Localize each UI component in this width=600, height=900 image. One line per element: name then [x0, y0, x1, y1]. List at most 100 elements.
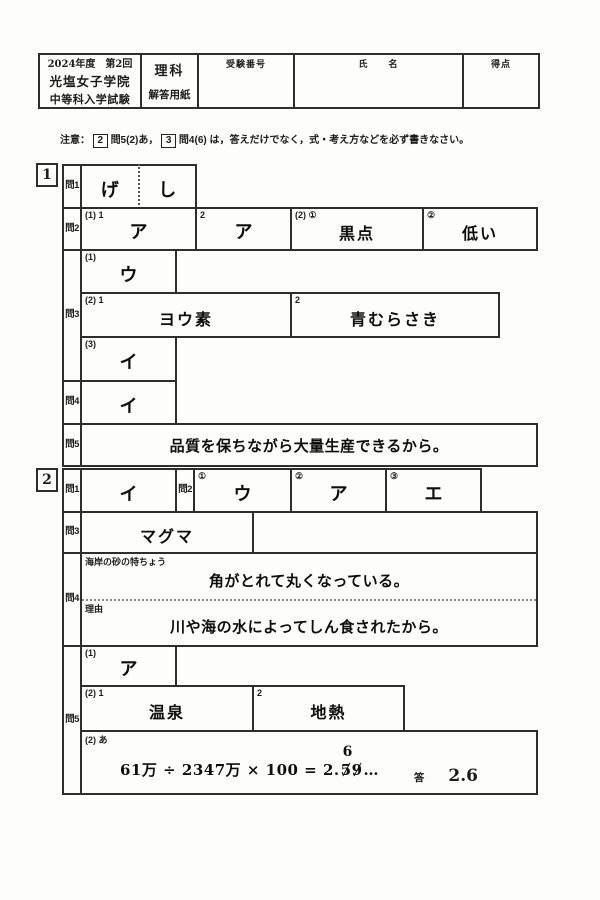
s1-q3-sub-2: (2) 1: [85, 295, 104, 305]
notice-boxed-2: 2: [93, 134, 108, 148]
s1-q3-sub-3: 2: [295, 295, 301, 305]
s1-q1-answer-1: げ: [100, 179, 119, 201]
s2-q3-answer-cell: マグマ: [80, 511, 254, 554]
s1-q4-answer: イ: [119, 395, 138, 417]
s2-q2-sub-3: ③: [390, 471, 399, 481]
s2-q2-answer-2: ア: [329, 483, 348, 505]
s2-q2-label: 問2: [175, 468, 195, 513]
s1-q5-answer-cell: 品質を保ちながら大量生産できるから。: [80, 423, 538, 467]
s1-q2-sub-4: ②: [427, 210, 436, 220]
s1-q5-answer: 品質を保ちながら大量生産できるから。: [169, 436, 449, 455]
s1-q2-answer-2: ア: [234, 222, 253, 243]
s2-q2-cell-2: ② ア: [290, 468, 387, 513]
s2-q4-answer-reason: 川や海の水によってしん食されたから。: [170, 618, 448, 637]
s1-q2-sub-3: (2) ①: [295, 210, 317, 220]
s2-q3-label: 問3: [62, 511, 82, 554]
s2-q2-sub-1: ①: [198, 471, 207, 481]
section1-number-box: 1: [36, 163, 58, 187]
s1-q2-cell-4: ② 低い: [422, 207, 538, 251]
s1-q2-cell-3: (2) ① 黒点: [290, 207, 424, 251]
section2-number-box: 2: [36, 468, 58, 492]
s2-q2-sub-2: ②: [295, 471, 304, 481]
s1-q2-answer-3: 黒点: [338, 223, 375, 243]
s2-q3-answer: マグマ: [139, 527, 194, 546]
s2-q3-empty-cell: [252, 511, 538, 554]
s1-q2-cell-2: 2 ア: [195, 207, 292, 251]
formula-prefix: 61万 ÷ 2347万 × 100 = 2.: [120, 761, 340, 779]
s2-q4-sub-feature: 海岸の砂の特ちょう: [85, 557, 167, 567]
s2-q2-cell-1: ① ウ: [193, 468, 292, 513]
s2-q2-answer-1: ウ: [233, 483, 252, 505]
name-label: 氏 名: [358, 59, 399, 69]
s2-q5-answer-3: 地熱: [310, 703, 347, 722]
s1-q2-sub-1: (1) 1: [85, 210, 104, 220]
s1-q2-sub-2: 2: [200, 210, 206, 220]
score-field: 得点: [462, 53, 540, 109]
s1-q3-sub-1: (1): [85, 252, 96, 262]
school-name: 光塩女子学院: [49, 74, 131, 89]
s2-q5-cell-2: (2) 1 温泉: [80, 685, 254, 732]
s2-q5-sub-2: (2) 1: [85, 688, 104, 698]
s1-q2-cell-1: (1) 1 ア: [80, 207, 197, 251]
exam-info-cell: 2024年度 第2回 光塩女子学院 中等科入学試験: [38, 53, 142, 109]
score-label: 得点: [490, 59, 511, 69]
s1-q5-label: 問5: [62, 423, 82, 467]
s1-q2-label: 問2: [62, 207, 82, 251]
s1-q2-answer-1: ア: [129, 222, 148, 243]
s1-q1-answer-2: し: [137, 164, 196, 209]
s1-q3-cell-3: 2 青むらさき: [290, 292, 500, 338]
s1-q3-sub-4: (3): [85, 339, 96, 349]
notice-text-1: 問5(2)あ，: [110, 135, 159, 146]
notice-prefix: 注意：: [60, 135, 90, 146]
s1-q3-cell-2: (2) 1 ヨウ素: [80, 292, 292, 338]
s1-q1-answer-cell: げ し: [80, 164, 197, 209]
s2-q1-answer: イ: [119, 483, 138, 505]
s1-q3-answer-1: ウ: [119, 264, 138, 286]
s1-q3-answer-2: ヨウ素: [158, 309, 213, 329]
formula-correction: 6: [342, 744, 353, 760]
s2-q4-label: 問4: [62, 552, 82, 647]
s2-q5-final-answer-line: 答 2.6: [414, 766, 478, 786]
formula-struck-digit-1: 5: [340, 761, 352, 779]
s2-q5-label: 問5: [62, 645, 82, 795]
subject-cell: 理科 解答用紙: [140, 53, 199, 109]
exam-number-label: 受験番号: [225, 59, 266, 69]
name-field: 氏 名: [293, 53, 464, 109]
s1-q3-answer-3: 青むらさき: [349, 309, 440, 329]
s2-q4-row-feature: 海岸の砂の特ちょう 角がとれて丸くなっている。: [82, 554, 536, 601]
answer-label: 答: [413, 772, 425, 784]
s2-q5-sub-4: (2) あ: [85, 735, 108, 745]
subject-label: 理科: [154, 64, 185, 79]
s2-q5-sub-1: (1): [85, 648, 96, 658]
s1-q2-answer-4: 低い: [461, 223, 498, 243]
s2-q1-label: 問1: [62, 468, 82, 513]
s1-q3-cell-1: (1) ウ: [80, 249, 177, 294]
s2-q4-answer-feature: 角がとれて丸くなっている。: [208, 571, 410, 590]
s2-q4-sub-reason: 理由: [85, 603, 104, 614]
exam-number-field: 受験番号: [197, 53, 295, 109]
s2-q4-row-reason: 理由 川や海の水によってしん食されたから。: [82, 601, 536, 646]
exam-name: 中等科入学試験: [49, 93, 131, 106]
s2-q2-cell-3: ③ エ: [385, 468, 482, 513]
s2-q5-cell-3: 2 地熱: [252, 685, 405, 732]
final-answer-value: 2.6: [448, 766, 478, 786]
s1-q3-label: 問3: [62, 249, 82, 382]
notice-boxed-3: 3: [161, 134, 176, 148]
s2-q2-answer-3: エ: [424, 483, 443, 505]
notice-text-2: 問4(6) は，答えだけでなく，式・考え方などを必ず書きなさい。: [178, 135, 470, 146]
s1-q3-cell-4: (3) イ: [80, 336, 177, 382]
s2-q5-sub-3: 2: [257, 688, 263, 698]
sheet-type-label: 解答用紙: [148, 89, 191, 101]
s1-q4-answer-cell: イ: [80, 380, 177, 425]
s2-q1-answer-cell: イ: [80, 468, 177, 513]
s1-q4-label: 問4: [62, 380, 82, 425]
formula-struck-digit-2: 9: [351, 761, 363, 779]
s1-q3-answer-4: イ: [119, 352, 138, 373]
formula-dots: …: [363, 761, 380, 779]
s2-q5-cell-1: (1) ア: [80, 645, 177, 687]
